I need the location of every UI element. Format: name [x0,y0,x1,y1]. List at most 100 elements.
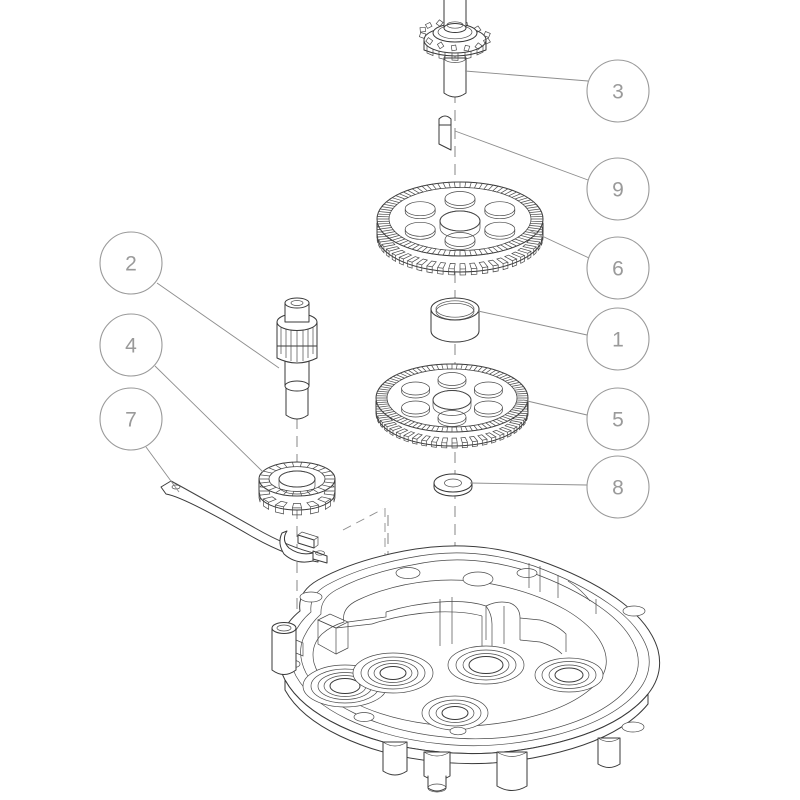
hole-wall [444,198,476,209]
gear-tooth [317,496,332,510]
callout-label-3: 3 [612,81,624,104]
lightening-hole [474,381,503,396]
part-lower-driven-gear [375,363,529,449]
hole-wall [437,379,467,389]
gear-tooth [508,420,523,431]
callout-label-4: 4 [125,335,137,358]
lightening-hole [404,201,436,217]
gear-tooth [291,503,303,516]
bearing-boss-center-left [352,652,434,694]
gear-tooth [258,490,271,503]
lightening-hole [474,400,503,415]
gear-tooth [469,262,478,276]
gear-tooth [437,262,447,275]
bottom-bosses [382,737,621,791]
gear-tooth [389,425,403,437]
callout-8[interactable]: 8 [586,455,650,519]
callout-label-1: 1 [612,329,624,352]
callout-label-2: 2 [125,253,137,276]
gear-tooth [430,436,440,448]
gear-tooth [492,429,505,441]
bearing-boss-bottom [421,695,489,731]
gear-tooth [448,263,456,276]
callout-label-5: 5 [612,409,624,432]
drain-plug [423,751,451,793]
callout-1[interactable]: 1 [586,307,650,371]
bearing-boss-right [534,657,604,693]
callout-label-8: 8 [612,477,624,500]
hole-wall [474,388,503,399]
callout-9[interactable]: 9 [586,157,650,221]
callout-circle-4[interactable] [99,313,163,377]
bearing-boss-center-right [447,645,525,685]
hole-wall [401,407,430,418]
part-woodruff-key [438,115,452,151]
gear-tooth [420,435,431,447]
hole-wall [404,229,436,240]
callout-label-6: 6 [612,258,624,281]
gear-tooth [503,254,518,268]
callout-label-9: 9 [612,179,624,202]
gear-tooth [478,261,489,274]
part-upper-driven-gear [376,181,544,276]
hole-wall [404,208,436,220]
gear-tooth [526,240,541,252]
gear-tooth [517,248,532,260]
leader-lines [145,70,590,493]
hole-wall [401,388,430,399]
part-splined-output-shaft [276,297,318,420]
part-pinion-drive-shaft [418,0,491,98]
lightening-hole [401,400,430,415]
gear-tooth [381,242,396,254]
part-flat-washer [433,473,473,497]
side-boss-left [271,622,304,675]
gear-tooth [403,431,416,443]
callout-2[interactable]: 2 [99,231,163,295]
callout-5[interactable]: 5 [586,387,650,451]
hole-wall [444,239,476,250]
gear-tooth [383,422,398,433]
gear-tooth [511,251,526,264]
callout-7[interactable]: 7 [99,387,163,451]
gear-tooth [385,246,401,258]
gear-tooth [306,500,320,515]
callout-circle-3[interactable] [586,59,650,123]
assembly-direction-indicator [342,508,386,560]
lightening-hole [401,381,430,396]
gear-tooth [468,436,479,448]
callout-circle-1[interactable] [586,307,650,371]
gear-tooth [395,428,409,440]
gear-tooth [451,437,458,449]
gear-tooth [416,258,429,272]
callout-circle-6[interactable] [586,236,650,300]
callout-label-7: 7 [125,409,137,432]
gear-tooth [504,423,518,435]
lightening-hole [444,232,476,247]
hole-wall [484,208,516,220]
gear-tooth [459,263,467,276]
lightening-hole [404,221,436,237]
gear-tooth [262,496,277,510]
lightening-hole [437,372,467,386]
gear-tooth [477,434,488,446]
callout-circle-5[interactable] [586,387,650,451]
part-idler-pinion-gear [258,461,336,516]
callout-circle-2[interactable] [99,231,163,295]
lightening-hole [437,410,467,424]
callout-circle-9[interactable] [586,157,650,221]
gear-tooth [406,256,420,269]
callout-circle-7[interactable] [99,387,163,451]
gear-tooth [522,244,537,256]
hole-wall [484,229,516,240]
hole-wall [474,407,503,418]
gear-tooth [487,259,499,273]
housing-upper-wall [528,563,597,614]
gear-tooth [274,500,288,515]
callout-circle-8[interactable] [586,455,650,519]
callout-3[interactable]: 3 [586,59,650,123]
lightening-hole [484,201,516,217]
gear-tooth [411,433,423,445]
callout-6[interactable]: 6 [586,236,650,300]
callout-4[interactable]: 4 [99,313,163,377]
